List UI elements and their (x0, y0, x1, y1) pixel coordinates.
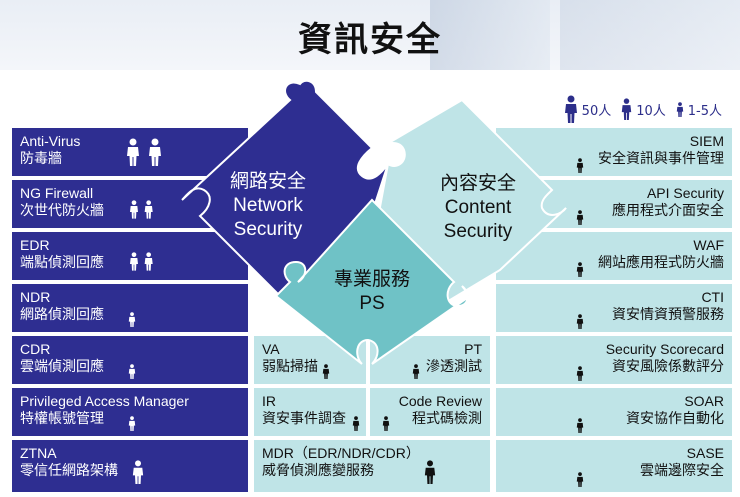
left-item-pam: Privileged Access Manager 特權帳號管理 (12, 388, 248, 436)
person-small-icon (576, 472, 584, 487)
legend: 50人 10人 1-5人 (564, 94, 728, 124)
person-small-icon (576, 366, 584, 381)
item-en: SOAR (684, 393, 724, 409)
left-item-ztna: ZTNA 零信任網路架構 (12, 440, 248, 492)
item-zh: 資安情資預警服務 (612, 306, 724, 322)
person-small-icon (128, 416, 136, 431)
item-en: WAF (693, 237, 724, 253)
item-en: ZTNA (20, 445, 57, 461)
person-small-icon (382, 416, 390, 431)
left-item-ndr: NDR 網路偵測回應 (12, 284, 248, 332)
mid-item-code-review: Code Review 程式碼檢測 (370, 388, 490, 436)
page-title: 資訊安全 (298, 20, 442, 60)
item-zh: 資安風險係數評分 (612, 358, 724, 374)
item-zh: 資安事件調查 (262, 410, 346, 426)
item-en: Privileged Access Manager (20, 393, 189, 409)
item-en: Code Review (398, 393, 482, 409)
left-item-edr: EDR 端點偵測回應 (12, 232, 248, 280)
content-zh: 內容安全 (439, 173, 516, 194)
person-medium-icon (132, 460, 144, 484)
legend-label: 50人 (581, 103, 612, 119)
right-item-cti: CTI 資安情資預警服務 (496, 284, 732, 332)
person-small-icon (576, 210, 584, 225)
person-small-icon (128, 312, 136, 327)
item-zh: 防毒牆 (20, 150, 62, 166)
item-en: SIEM (689, 133, 724, 149)
mid-item-ir: IR 資安事件調查 (254, 388, 366, 436)
item-zh: 資安協作自動化 (626, 410, 724, 426)
person-small-icon (676, 101, 683, 117)
right-item-waf: WAF 網站應用程式防火牆 (496, 232, 732, 280)
network-en2: Security (233, 219, 303, 240)
network-zh: 網路安全 (229, 171, 306, 192)
item-en: MDR（EDR/NDR/CDR） (262, 445, 420, 461)
mid-item-va: VA 弱點掃描 (254, 336, 366, 384)
building-decoration (430, 0, 550, 70)
network-en1: Network (233, 195, 303, 216)
item-en: SASE (686, 445, 724, 461)
item-zh: 雲端邊際安全 (640, 462, 724, 478)
person-medium-icon (622, 98, 632, 120)
item-en: EDR (20, 237, 50, 253)
item-en: NDR (20, 289, 51, 305)
person-small-icon (576, 262, 584, 277)
person-large-icon (127, 138, 161, 166)
person-small-icon (576, 418, 584, 433)
building-decoration (560, 0, 740, 70)
ps-en: PS (359, 293, 385, 314)
person-small-icon (576, 158, 584, 173)
right-item-sase: SASE 雲端邊際安全 (496, 440, 732, 492)
content-security-label: 內容安全 Content Security (418, 172, 538, 244)
ps-label: 專業服務 PS (312, 268, 432, 316)
item-zh: 弱點掃描 (262, 358, 318, 374)
item-zh: 程式碼檢測 (412, 410, 482, 426)
item-zh: 網路偵測回應 (20, 306, 104, 322)
right-item-soar: SOAR 資安協作自動化 (496, 388, 732, 436)
item-en: CTI (701, 289, 724, 305)
right-item-siem: SIEM 安全資訊與事件管理 (496, 128, 732, 176)
person-small-icon (322, 364, 330, 379)
item-zh: 零信任網路架構 (20, 462, 118, 478)
person-medium-icon (424, 460, 436, 484)
person-small-icon (352, 416, 360, 431)
ps-zh: 專業服務 (333, 269, 410, 290)
network-security-label: 網路安全 Network Security (208, 170, 328, 242)
person-medium-icon (130, 200, 153, 219)
person-medium-icon (130, 252, 153, 271)
item-en: CDR (20, 341, 51, 357)
item-en: PT (464, 341, 482, 357)
legend-label: 1-5人 (687, 103, 722, 119)
right-item-security-scorecard: Security Scorecard 資安風險係數評分 (496, 336, 732, 384)
left-item-anti-virus: Anti-Virus 防毒牆 (12, 128, 248, 176)
item-zh: 應用程式介面安全 (612, 202, 724, 218)
item-zh: 雲端偵測回應 (20, 358, 104, 374)
item-en: VA (262, 341, 280, 357)
content-en1: Content (444, 197, 512, 218)
item-zh: 滲透測試 (426, 358, 482, 374)
puzzle-piece-ps (274, 198, 472, 365)
item-en: Security Scorecard (605, 341, 724, 357)
left-item-cdr: CDR 雲端偵測回應 (12, 336, 248, 384)
item-zh: 次世代防火牆 (20, 202, 104, 218)
item-zh: 網站應用程式防火牆 (598, 254, 724, 270)
item-zh: 安全資訊與事件管理 (598, 150, 724, 166)
item-en: NG Firewall (20, 185, 94, 201)
item-zh: 特權帳號管理 (20, 410, 104, 426)
header-banner: 資訊安全 (0, 0, 740, 70)
item-en: IR (262, 393, 276, 409)
person-small-icon (576, 314, 584, 329)
content-en2: Security (443, 221, 513, 242)
item-en: API Security (646, 185, 724, 201)
person-large-icon (564, 95, 577, 123)
item-en: Anti-Virus (20, 133, 81, 149)
person-small-icon (412, 364, 420, 379)
person-small-icon (128, 364, 136, 379)
item-zh: 威脅偵測應變服務 (262, 462, 374, 478)
legend-label: 10人 (636, 103, 666, 119)
item-zh: 端點偵測回應 (20, 254, 104, 270)
mid-item-mdr: MDR（EDR/NDR/CDR） 威脅偵測應變服務 (254, 440, 490, 492)
